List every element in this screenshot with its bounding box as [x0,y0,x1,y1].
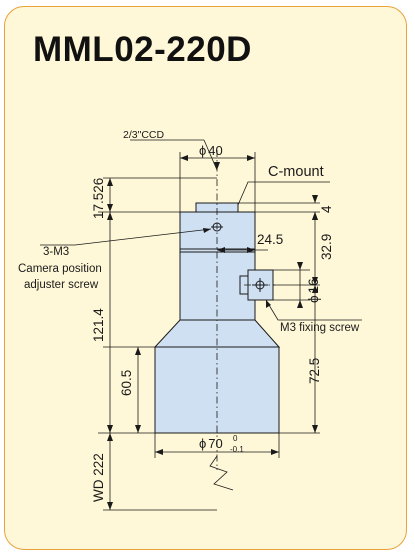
c-mount-label: C-mount [268,164,324,180]
base-tolerance-lower: -0.1 [230,445,244,454]
base-tolerance-upper: 0 [233,434,238,443]
screw-offset-label: 24.5 [257,232,283,247]
center-line [216,150,275,470]
upper-height-label: 32.9 [319,234,334,260]
adjuster-label-line2: adjuster screw [24,279,99,291]
screw-count-label: 3-M3 [43,246,69,258]
adjuster-label-line1: Camera position [18,263,102,275]
lens-body [153,202,281,434]
lower-barrel [154,346,280,434]
lower-length-label: 60.5 [119,370,134,396]
fixing-screw-label: M3 fixing screw [280,322,360,334]
flange-height-label: 4 [319,205,334,213]
total-length-label: 121.4 [91,308,106,342]
upper-barrel [179,211,256,250]
sensor-label: 2/3"CCD [123,129,164,141]
screw-diameter-label: ϕ16 [306,278,321,303]
working-distance-label: WD 222 [91,453,106,502]
sensor-offset-label: 17.526 [91,178,106,219]
lower-right-label: 72.5 [307,358,322,384]
product-title: MML02-220D [33,30,252,69]
